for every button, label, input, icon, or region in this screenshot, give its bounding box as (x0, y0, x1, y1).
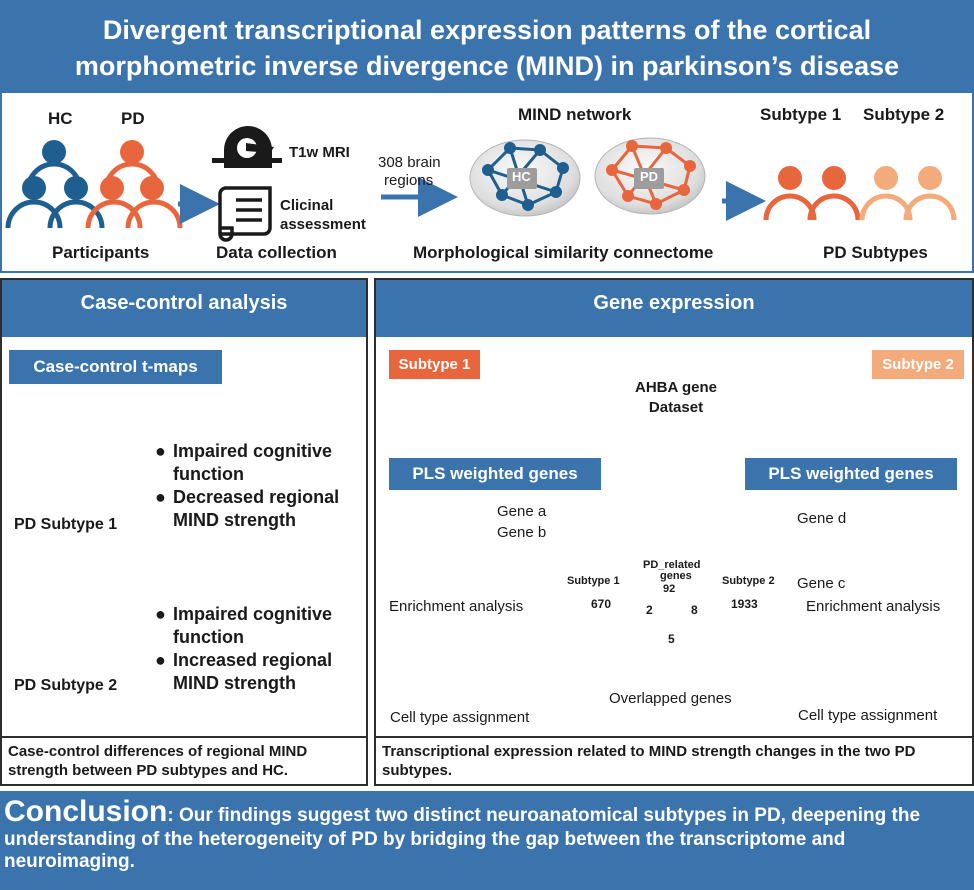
pd-subtypes-label: PD Subtypes (823, 243, 928, 262)
mri-scanner-icon (212, 126, 282, 168)
venn-set3-label-2: genes (660, 570, 692, 582)
title-line-1: Divergent transcriptional expression pat… (102, 15, 872, 45)
mind-network-label: MIND network (518, 105, 632, 124)
title-line-2: morphometric inverse divergence (MIND) i… (74, 51, 900, 81)
case-control-caption: Case-control differences of regional MIN… (2, 736, 366, 784)
subtype2-finding-2: Increased regional MIND strength (173, 650, 333, 693)
title-banner: Divergent transcriptional expression pat… (0, 0, 974, 93)
subtype2-findings: ●Impaired cognitive function ●Increased … (155, 603, 355, 695)
venn-set1-label: Subtype 1 (567, 575, 620, 587)
venn-only3: 92 (663, 583, 676, 595)
subtype2-tag: Subtype 2 (872, 350, 964, 379)
connectome-label: Morphological similarity connectome (413, 243, 714, 262)
clinical-label-2: assessment (280, 216, 366, 233)
t1w-mri-label: T1w MRI (289, 144, 350, 161)
regions-label-2: regions (384, 172, 434, 189)
subtype2-top-label: Subtype 2 (863, 105, 945, 124)
subtype1-top-label: Subtype 1 (760, 105, 842, 124)
participants-icon (5, 140, 183, 229)
pd-subtype2-label: PD Subtype 2 (14, 677, 118, 694)
enrichment-left-label: Enrichment analysis (389, 598, 524, 615)
hc-label: HC (48, 109, 73, 128)
venn-s2-s3: 8 (691, 603, 698, 617)
gene-d-label: Gene d (797, 510, 847, 527)
subtype-people-icon (763, 166, 957, 221)
ahba-label-2: Dataset (648, 399, 704, 416)
tmaps-label: Case-control t-maps (9, 350, 222, 384)
venn-s1-s3: 2 (646, 603, 653, 617)
venn-only1: 670 (591, 597, 612, 611)
gene-b-label: Gene b (497, 524, 547, 541)
gene-expression-caption: Transcriptional expression related to MI… (376, 736, 972, 784)
pls-genes-right: PLS weighted genes (745, 458, 957, 490)
ahba-label-1: AHBA gene (635, 379, 717, 396)
brain-hc-tag: HC (512, 169, 531, 184)
conclusion-banner: Conclusion: Our findings suggest two dis… (0, 791, 974, 890)
subtype2-finding-1: Impaired cognitive function (173, 604, 333, 647)
venn-only2: 1933 (731, 597, 758, 611)
subtype1-finding-2: Decreased regional MIND strength (173, 487, 340, 530)
brain-hc-network (469, 139, 581, 217)
participants-label: Participants (52, 243, 150, 262)
venn-all: 5 (668, 632, 675, 646)
pls-genes-left: PLS weighted genes (389, 458, 601, 490)
celltype-right-label: Cell type assignment (798, 707, 938, 724)
venn-set2-label: Subtype 2 (722, 575, 775, 587)
pd-label: PD (121, 109, 145, 128)
subtype1-findings: ●Impaired cognitive function ●Decreased … (155, 440, 355, 532)
gene-a-label: Gene a (497, 503, 547, 520)
subtype1-finding-1: Impaired cognitive function (173, 441, 333, 484)
clinical-label-1: Clicinal (280, 197, 334, 214)
venn-set3-label-1: PD_related (643, 559, 701, 571)
brain-pd-network (594, 137, 706, 215)
gene-c-label: Gene c (797, 575, 846, 592)
venn-caption: Overlapped genes (609, 690, 732, 707)
conclusion-title: Conclusion (4, 795, 168, 828)
brain-pd-tag: PD (640, 169, 659, 184)
clinical-scroll-icon (218, 186, 272, 242)
regions-label-1: 308 brain (378, 154, 441, 171)
conclusion-text: : Our findings suggest two distinct neur… (4, 805, 921, 872)
enrichment-right-label: Enrichment analysis (806, 598, 941, 615)
data-collection-label: Data collection (216, 243, 337, 262)
case-control-header: Case-control analysis (2, 280, 366, 337)
pd-subtype1-label: PD Subtype 1 (14, 516, 118, 533)
gene-expression-header: Gene expression (376, 280, 972, 337)
subtype1-tag: Subtype 1 (389, 350, 480, 379)
workflow-section (0, 93, 974, 273)
celltype-left-label: Cell type assignment (390, 709, 530, 726)
